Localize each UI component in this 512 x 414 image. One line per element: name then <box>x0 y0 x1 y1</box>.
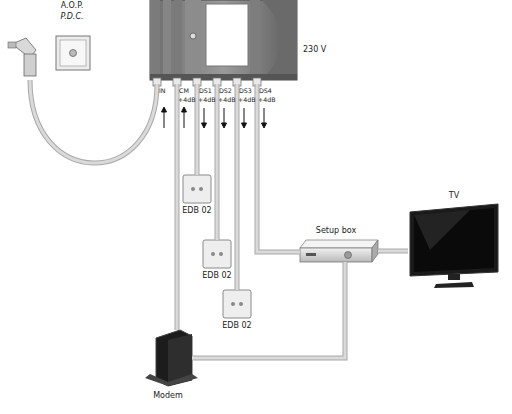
modem-node: Modem <box>150 330 196 388</box>
node-label: EDB 02 <box>222 322 251 330</box>
antenna-outlet-node: A.O.P.P.D.C. <box>8 30 92 80</box>
amplifier-housing <box>150 0 297 86</box>
node-label: Setup box <box>316 227 356 235</box>
wall-socket: EDB 02 <box>223 290 251 318</box>
port-label: +4dB <box>178 97 196 103</box>
coax-cable <box>257 84 300 252</box>
tv-set <box>410 204 498 288</box>
wall-socket: EDB 02 <box>203 240 231 268</box>
coax-cable <box>197 84 198 175</box>
node-label: EDB 02 <box>202 272 231 280</box>
port-label: +4dB <box>258 97 276 103</box>
coax-cable <box>192 262 345 358</box>
node-label: 230 V <box>303 46 326 54</box>
coax-cable <box>237 84 238 290</box>
port-label: +4dB <box>238 97 256 103</box>
tv-node: TV <box>408 204 500 288</box>
setup-box <box>300 240 378 262</box>
node-label: A.O.P. <box>61 2 84 10</box>
port-label: DS1 <box>199 88 212 94</box>
node-label: P.D.C. <box>60 13 83 21</box>
port-label: +4dB <box>218 97 236 103</box>
coax-cable <box>30 80 157 163</box>
port-label: CM <box>179 88 189 94</box>
wall-socket: EDB 02 <box>183 175 211 203</box>
coax-cable <box>177 84 178 330</box>
port-label: DS4 <box>259 88 272 94</box>
modem <box>145 330 198 386</box>
node-label: EDB 02 <box>182 207 211 215</box>
setup-box-node: Setup box <box>300 240 380 264</box>
antenna-outlet <box>8 36 90 76</box>
coax-cable <box>217 84 218 240</box>
amplifier-node: 230 V <box>148 0 300 84</box>
node-label: Modem <box>153 392 183 400</box>
coax-cable <box>378 251 408 252</box>
port-label: IN <box>159 88 166 94</box>
port-label: DS2 <box>219 88 232 94</box>
port-label: DS3 <box>239 88 252 94</box>
port-label: +4dB <box>198 97 216 103</box>
node-label: TV <box>449 192 459 200</box>
